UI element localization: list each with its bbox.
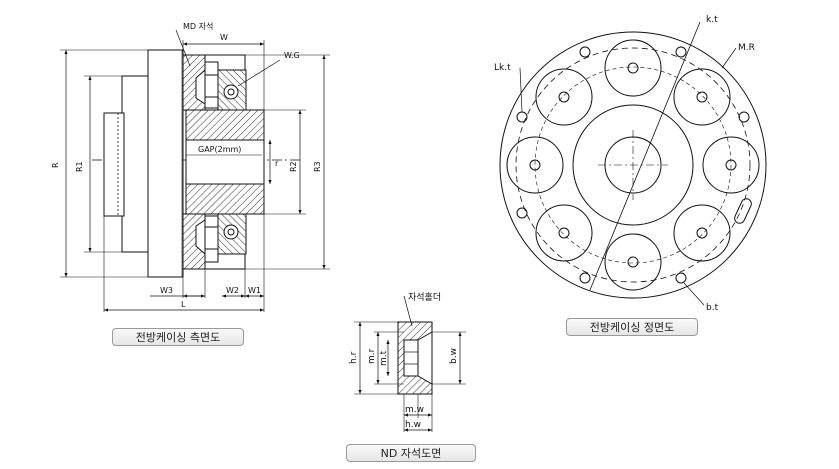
gap-label: GAP(2mm) xyxy=(198,145,241,154)
wg-label: W.G xyxy=(284,51,300,60)
nd-magnet xyxy=(403,339,419,377)
r3-label: R3 xyxy=(313,161,322,172)
mt-label: m.t xyxy=(379,350,389,366)
r-label: R xyxy=(51,162,60,168)
mr-label: M.R xyxy=(738,43,755,53)
w1-label: W1 xyxy=(248,286,261,295)
side-boss xyxy=(121,75,149,253)
l-label: L xyxy=(181,300,186,309)
front-slot xyxy=(734,198,752,224)
holder-label: 자석홀더 xyxy=(408,291,441,303)
front-bolt-holes xyxy=(516,46,750,284)
md-leader xyxy=(175,29,191,67)
w2-label: W2 xyxy=(226,286,239,295)
lkt-label: Lk.t xyxy=(494,63,511,73)
hw-label: h.w xyxy=(405,420,421,430)
side-view-caption: 전방케이싱 측면도 xyxy=(112,328,244,346)
nd-view xyxy=(354,295,466,432)
bw-label: b.w xyxy=(449,348,459,364)
side-view xyxy=(60,29,330,312)
front-bolt-circle xyxy=(515,47,751,283)
hr-label: h.r xyxy=(349,351,359,364)
side-hub-bore xyxy=(185,139,265,185)
front-view xyxy=(499,21,767,306)
md-magnet-label: MD 자석 xyxy=(183,21,213,31)
front-view-caption: 전방케이싱 정면도 xyxy=(566,318,698,336)
side-hub-lower xyxy=(185,183,265,215)
w-label: W xyxy=(220,33,228,42)
front-magnet-pockets xyxy=(506,39,760,291)
side-flange xyxy=(147,49,184,278)
r1-label: R1 xyxy=(75,161,84,172)
nd-view-caption: ND 자석도면 xyxy=(346,444,476,462)
side-shaft-nose xyxy=(103,112,125,217)
mw-label: m.w xyxy=(405,405,424,415)
mr-small-label: m.r xyxy=(367,348,377,364)
bt-label: b.t xyxy=(706,303,719,313)
side-hub-upper xyxy=(185,109,265,141)
kt-leader xyxy=(589,21,701,291)
r2-label: R2 xyxy=(289,161,298,172)
wg-leader xyxy=(237,59,281,87)
r-small-label: r xyxy=(275,159,279,168)
kt-label: k.t xyxy=(706,15,718,25)
w3-label: W3 xyxy=(160,286,173,295)
